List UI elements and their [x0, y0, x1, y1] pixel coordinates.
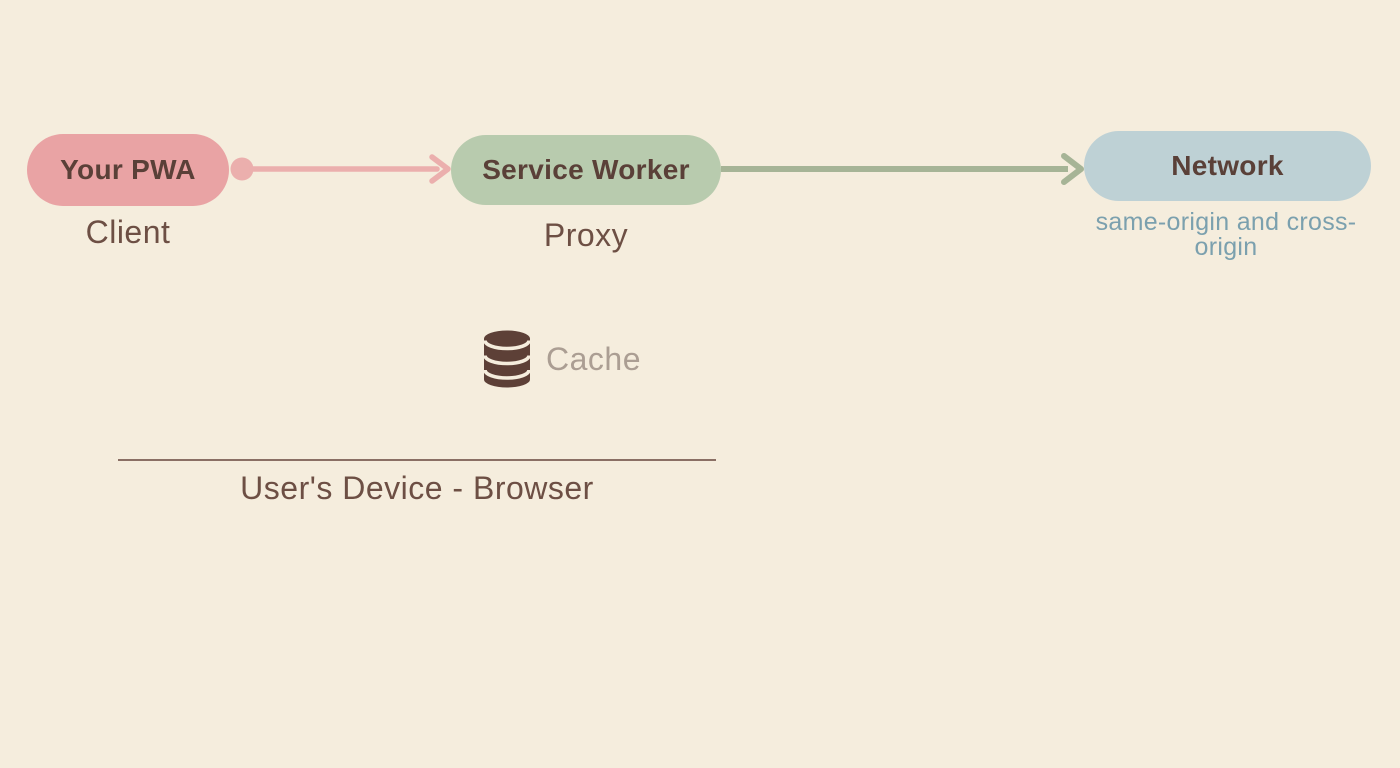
- cache-label: Cache: [546, 341, 641, 377]
- node-network-sublabel: same-origin and cross-origin: [1095, 208, 1357, 261]
- node-your-pwa-label: Your PWA: [60, 154, 196, 185]
- pwa-to-service-worker-arrowhead-icon: [429, 154, 451, 184]
- node-your-pwa-sublabel: Client: [85, 214, 171, 250]
- node-network-label: Network: [1171, 150, 1284, 181]
- service-worker-to-network-arrowhead-icon: [1061, 153, 1084, 185]
- node-network: Network: [1084, 131, 1371, 201]
- node-your-pwa: Your PWA: [27, 134, 229, 206]
- cache-group: Cache: [483, 330, 641, 388]
- node-service-worker: Service Worker: [451, 135, 721, 205]
- node-service-worker-label: Service Worker: [482, 154, 690, 185]
- pwa-arrow-tail-dot: [230, 157, 254, 181]
- database-icon: [483, 330, 531, 388]
- device-boundary-label: User's Device - Browser: [240, 470, 594, 506]
- node-service-worker-sublabel: Proxy: [543, 217, 629, 253]
